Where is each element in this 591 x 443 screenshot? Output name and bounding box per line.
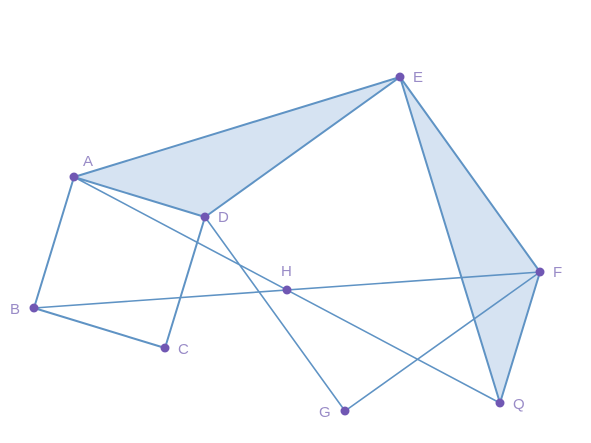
- shaded-triangle-aed: [74, 77, 400, 217]
- point-c: [160, 343, 170, 353]
- segment-ae: [73, 76, 401, 178]
- segment-gf: [344, 271, 541, 412]
- segment-dg: [204, 216, 346, 412]
- segment-fq: [499, 271, 541, 404]
- point-b: [29, 303, 39, 313]
- shaded-triangle-efq: [400, 77, 540, 403]
- point-g: [340, 406, 350, 416]
- point-q: [495, 398, 505, 408]
- segment-cd: [164, 216, 206, 349]
- point-a: [69, 172, 79, 182]
- point-label-b: B: [10, 301, 20, 318]
- segment-de: [204, 76, 401, 218]
- point-d: [200, 212, 210, 222]
- point-label-d: D: [218, 209, 229, 226]
- point-f: [535, 267, 545, 277]
- point-e: [395, 72, 405, 82]
- point-label-q: Q: [513, 396, 525, 413]
- segment-ab: [33, 176, 75, 309]
- point-h: [282, 285, 292, 295]
- point-labels: A B C D E F G H Q: [10, 69, 562, 421]
- segment-ad: [73, 176, 206, 218]
- point-label-a: A: [83, 153, 93, 170]
- point-label-e: E: [413, 69, 423, 86]
- points: [29, 72, 545, 416]
- point-label-c: C: [178, 341, 189, 358]
- point-label-h: H: [281, 263, 292, 280]
- shaded-regions: [74, 77, 540, 403]
- segment-bc: [33, 307, 166, 349]
- segment-eq: [399, 76, 501, 404]
- point-label-g: G: [319, 404, 331, 421]
- segment-ef: [399, 76, 541, 273]
- point-label-f: F: [553, 264, 562, 281]
